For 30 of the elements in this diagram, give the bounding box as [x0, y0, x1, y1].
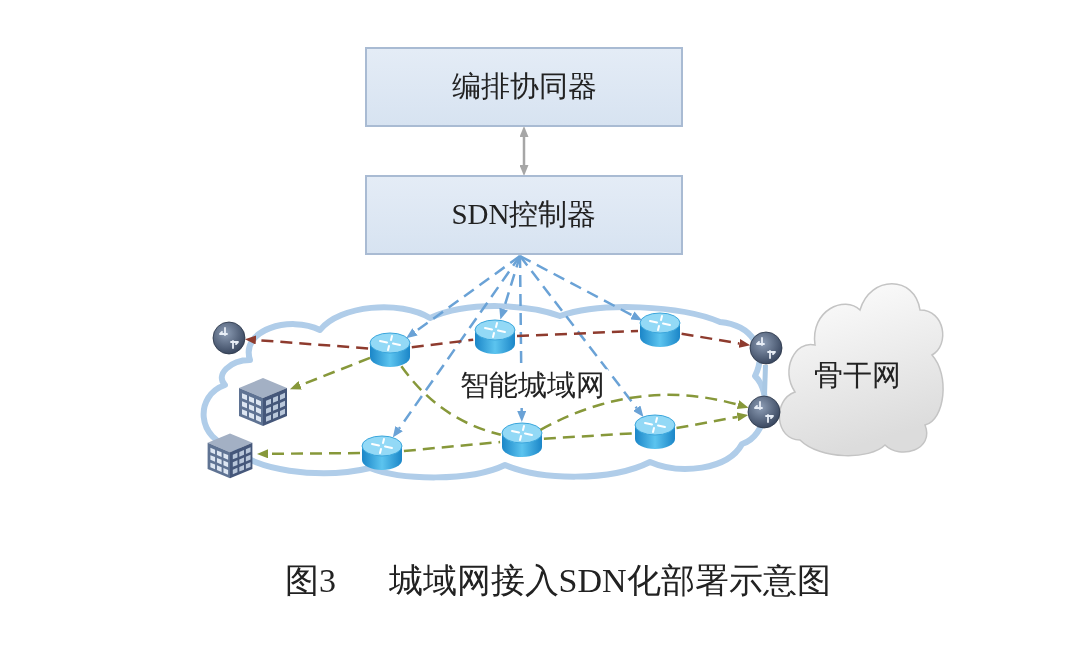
router-icon	[212, 321, 246, 355]
router-icon	[368, 331, 412, 369]
double-arrow	[519, 128, 529, 174]
arrow	[259, 449, 360, 459]
arrow	[681, 332, 749, 348]
router-icon	[749, 331, 783, 365]
link-line	[516, 329, 639, 338]
figure-caption: 图3 城域网接入SDN化部署示意图	[285, 561, 831, 601]
link-line	[411, 338, 474, 349]
arrow	[517, 256, 527, 420]
link-line	[762, 364, 768, 396]
link-line	[400, 365, 502, 436]
arrow	[676, 412, 747, 430]
arrow	[519, 254, 641, 320]
link-line	[543, 432, 634, 440]
router-icon	[473, 318, 517, 356]
router-icon	[638, 311, 682, 349]
process-box: 编排协同器	[365, 47, 683, 127]
arrow	[407, 255, 521, 338]
arrow	[291, 356, 371, 390]
arrow	[539, 393, 747, 431]
arrow	[393, 255, 522, 436]
arrow	[246, 335, 369, 350]
router-icon	[747, 395, 781, 429]
link-line	[403, 440, 501, 453]
router-icon	[633, 413, 677, 451]
router-icon	[360, 434, 404, 472]
arrow	[519, 255, 643, 416]
process-box: SDN控制器	[365, 175, 683, 255]
router-icon	[500, 421, 544, 459]
